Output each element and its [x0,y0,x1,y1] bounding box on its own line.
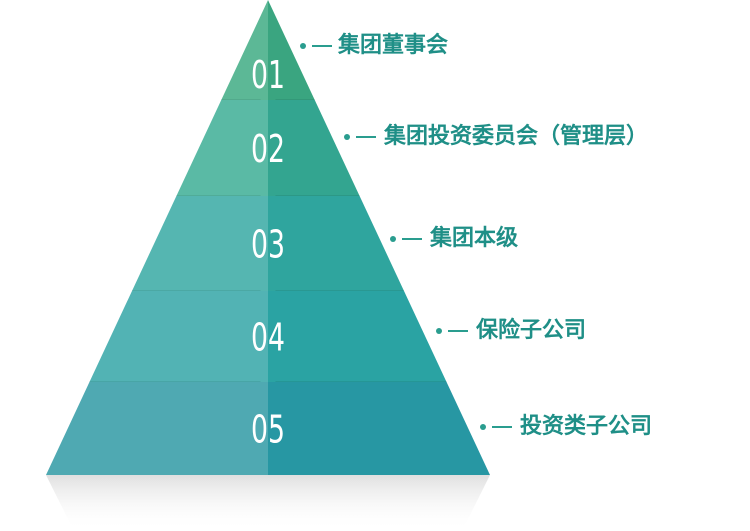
tier-label-5: 投资类子公司 [520,414,653,439]
connector-line-4 [448,330,468,332]
tier-label-2: 集团投资委员会（管理层） [384,124,649,149]
tier-label-1: 集团董事会 [338,33,449,58]
tier-4-left [89,291,268,382]
tier-3-left [131,196,268,291]
tier-number-1: 01 [251,53,285,97]
connector-dot-3 [390,236,396,242]
tier-2-right [268,100,360,196]
tier-number-2: 02 [251,127,285,171]
connector-dot-4 [436,328,442,334]
connector-line-2 [356,136,376,138]
tier-5-left [46,382,268,475]
tier-label-4: 保险子公司 [476,318,587,343]
pyramid-reflection [46,475,490,531]
tier-3-right [268,196,405,291]
tier-5-right [268,382,490,475]
tier-2-left [176,100,268,196]
connector-line-5 [492,426,512,428]
connector-line-3 [402,238,422,240]
tier-4-right [268,291,447,382]
tier-number-5: 05 [251,408,285,452]
tier-number-3: 03 [251,223,285,267]
connector-dot-2 [344,134,350,140]
tier-1-left [221,0,268,100]
tier-1-right [268,0,315,100]
connector-line-1 [312,45,332,47]
tier-label-3: 集团本级 [430,226,519,251]
connector-dot-5 [480,424,486,430]
connector-dot-1 [300,43,306,49]
tier-number-4: 04 [251,316,285,360]
